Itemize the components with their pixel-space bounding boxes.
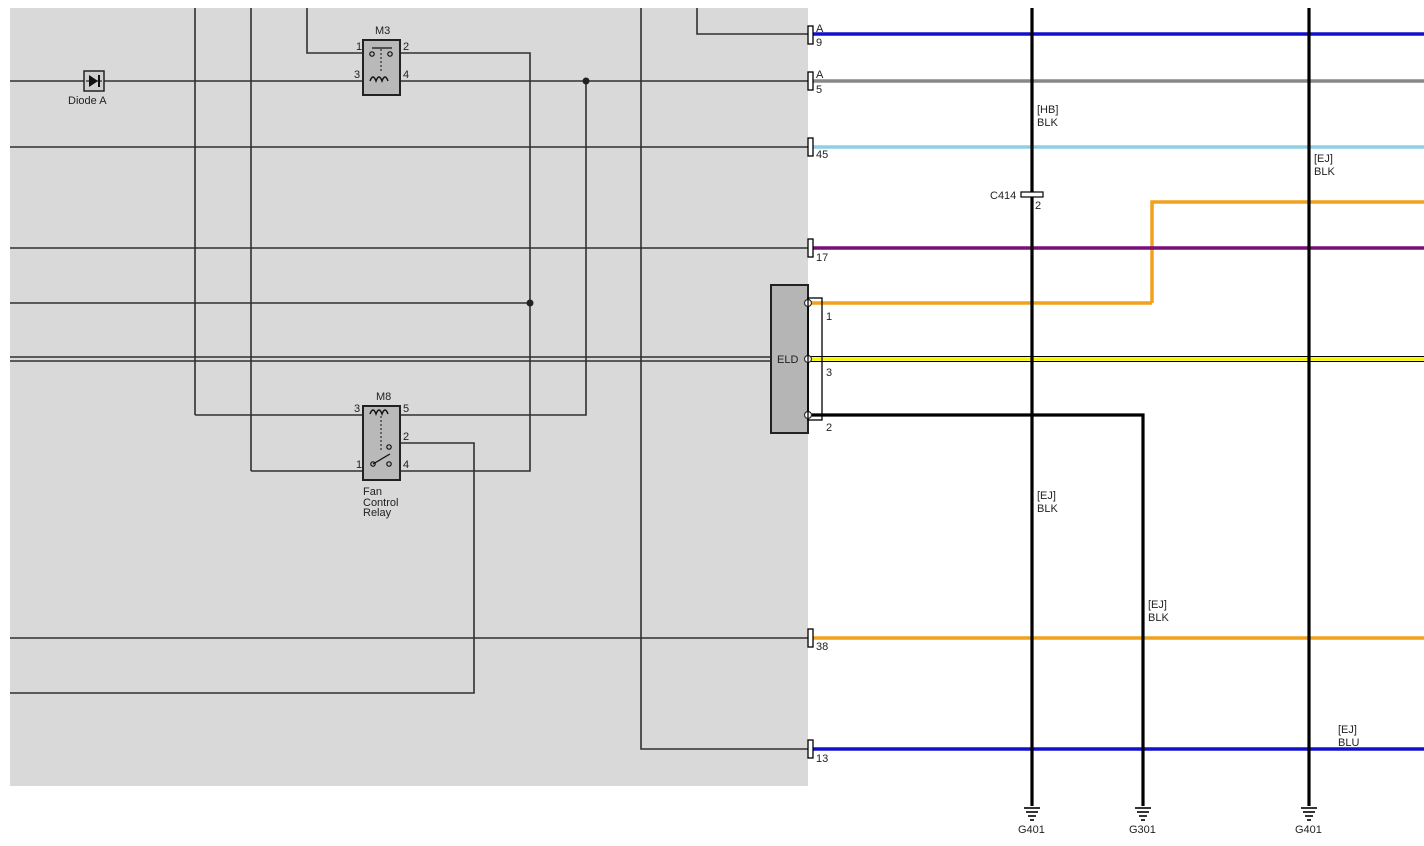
m3-pin-4: 4 — [403, 69, 409, 81]
c414-connector: C414 2 — [990, 190, 1044, 212]
m8-pin-4: 4 — [403, 459, 409, 471]
c414-label: C414 — [990, 190, 1016, 202]
wire-label-ej-right-color: BLK — [1314, 166, 1335, 178]
wire-label-ej-blu-color: BLU — [1338, 737, 1359, 749]
wire-label-ej-right: [EJ] — [1314, 153, 1333, 165]
splice-dot — [526, 299, 534, 307]
connector-a9-pin: 9 — [816, 37, 822, 49]
eld-label: ELD — [777, 354, 798, 366]
splice-dot — [582, 77, 590, 85]
m3-pin-3: 3 — [354, 69, 360, 81]
coil-icon — [369, 409, 389, 416]
relay-m3: M3 1 2 3 4 — [354, 25, 409, 96]
ground-icon — [1024, 807, 1040, 821]
eld-component: ELD 1 3 2 — [770, 284, 832, 434]
ground-label-g401-right: G401 — [1295, 824, 1322, 836]
diode-a-label: Diode A — [68, 95, 107, 107]
internal-wiring — [10, 8, 810, 750]
m3-pin-1: 1 — [356, 41, 362, 53]
connector-a5-pin: 5 — [816, 84, 822, 96]
wire-orange-upper — [1150, 200, 1424, 303]
wire-label-hb-color: BLK — [1037, 117, 1058, 129]
ground-label-g401-left: G401 — [1018, 824, 1045, 836]
wire-label-ej-mid: [EJ] — [1037, 490, 1056, 502]
coil-icon — [369, 76, 389, 83]
connector-45 — [807, 137, 814, 157]
m8-pin-5: 5 — [403, 403, 409, 415]
module-connectors: A 9 A 5 45 17 38 13 — [807, 23, 828, 765]
connector-a9 — [807, 25, 814, 45]
m8-pin-3: 3 — [354, 403, 360, 415]
c414-pin: 2 — [1035, 200, 1041, 212]
connector-a5 — [807, 71, 814, 91]
diode-icon — [89, 75, 98, 87]
diode-a: Diode A — [68, 70, 107, 107]
m3-label: M3 — [375, 25, 390, 37]
wire-label-hb: [HB] — [1037, 104, 1058, 116]
m3-pin-2: 2 — [403, 41, 409, 53]
external-wires: C414 2 — [808, 8, 1424, 806]
connector-17-pin: 17 — [816, 252, 828, 264]
eld-pin-3: 3 — [826, 367, 832, 379]
connector-38-pin: 38 — [816, 641, 828, 653]
eld-pin-2: 2 — [826, 422, 832, 434]
m8-pin-1: 1 — [356, 459, 362, 471]
ground-label-g301: G301 — [1129, 824, 1156, 836]
ground-icon — [1135, 807, 1151, 821]
connector-45-pin: 45 — [816, 149, 828, 161]
wire-labels: [HB] BLK [EJ] BLK [EJ] BLK [EJ] BLK [EJ]… — [1037, 104, 1359, 749]
wire-label-ej-blu: [EJ] — [1338, 724, 1357, 736]
eld-pin-1: 1 — [826, 311, 832, 323]
m8-pin-2: 2 — [403, 431, 409, 443]
relay-m8: M8 3 5 2 1 4 Fan Control Relay — [354, 391, 409, 519]
connector-38 — [807, 628, 814, 648]
m8-caption-line-3: Relay — [363, 507, 392, 519]
connector-13 — [807, 739, 814, 759]
connector-a9-prefix: A — [816, 23, 824, 35]
eld-connector — [807, 297, 823, 421]
wire-label-ej-g301-color: BLK — [1148, 612, 1169, 624]
connector-a5-prefix: A — [816, 69, 824, 81]
m8-caption-line-1: Fan — [363, 486, 382, 498]
module-area — [10, 8, 808, 786]
wire-label-ej-g301: [EJ] — [1148, 599, 1167, 611]
m8-caption-line-2: Control — [363, 497, 398, 509]
grounds: G401 G301 G401 — [1018, 807, 1322, 836]
wire-label-ej-mid-color: BLK — [1037, 503, 1058, 515]
ground-wire-g301 — [808, 413, 1145, 806]
m8-label: M8 — [376, 391, 391, 403]
connector-17 — [807, 238, 814, 258]
connector-13-pin: 13 — [816, 753, 828, 765]
ground-icon — [1301, 807, 1317, 821]
